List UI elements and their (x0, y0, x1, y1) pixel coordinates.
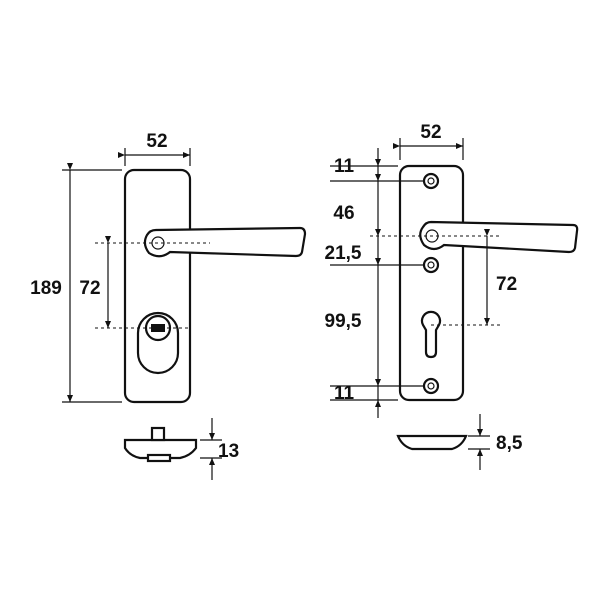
right-dim-handle-to-screw: 21,5 (325, 243, 362, 264)
left-fitting: 52 189 72 13 (30, 131, 307, 480)
right-lever-handle (419, 220, 579, 254)
right-dim-center-distance: 72 (496, 274, 517, 295)
left-dim-width: 52 (146, 131, 167, 152)
left-dim-center-distance: 72 (79, 278, 100, 299)
right-dim-top-margin: 11 (334, 156, 355, 177)
right-fitting: 52 11 46 21,5 99,5 11 72 8,5 (325, 122, 579, 470)
right-backplate (398, 164, 465, 402)
right-side-profile (396, 434, 468, 451)
right-middle-screw (422, 256, 440, 274)
right-bottom-screw (422, 377, 440, 395)
right-top-screw (422, 172, 440, 190)
left-side-profile (123, 438, 198, 460)
right-dim-width: 52 (420, 122, 441, 143)
left-dim-height: 189 (30, 278, 62, 299)
right-cylinder-keyhole (420, 310, 442, 359)
right-dim-thickness: 8,5 (496, 433, 523, 454)
left-side-profile-spindle (150, 426, 166, 442)
right-dim-screw-to-bottom: 99,5 (325, 311, 362, 332)
right-dim-bottom-margin: 11 (334, 383, 355, 404)
right-dim-screw-to-handle: 46 (333, 203, 354, 224)
left-lever-handle (143, 226, 307, 258)
left-dim-thickness: 13 (218, 441, 239, 462)
